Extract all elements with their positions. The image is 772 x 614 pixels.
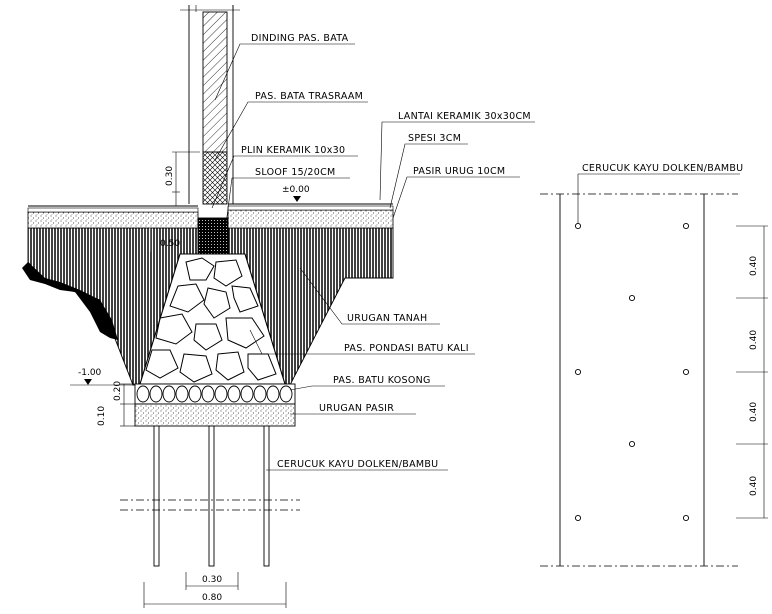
dim-top-width-text: 0.30 bbox=[202, 575, 222, 585]
label-urugan-tanah: URUGAN TANAH bbox=[347, 313, 427, 324]
plan-spacing-3: 0.40 bbox=[749, 402, 759, 422]
plan-spacing-4: 0.40 bbox=[749, 476, 759, 496]
pile-dot bbox=[682, 222, 690, 230]
urugan-pasir-layer bbox=[134, 403, 296, 427]
spesi-layer bbox=[227, 205, 394, 211]
label-lantai: LANTAI KERAMIK 30x30CM bbox=[398, 111, 531, 122]
brick-wall bbox=[202, 11, 228, 153]
pile-3 bbox=[263, 425, 270, 567]
label-cerucuk: CERUCUK KAYU DOLKEN/BAMBU bbox=[277, 459, 438, 470]
plan-view: CERUCUK KAYU DOLKEN/BAMBU 0.40 0.40 0.4 bbox=[540, 163, 768, 567]
label-pasir-urug: PASIR URUG 10CM bbox=[413, 166, 505, 177]
label-spesi: SPESI 3CM bbox=[408, 133, 461, 144]
label-urugan-pasir: URUGAN PASIR bbox=[319, 403, 394, 414]
elevation-floor: ±0.00 bbox=[282, 185, 310, 202]
dim-plin: 0.30 bbox=[165, 151, 200, 206]
pile-dot bbox=[574, 368, 582, 376]
cross-section: DINDING PAS. BATA PAS. BATA TRASRAAM LAN… bbox=[22, 5, 535, 608]
dim-footing-text: 0.50 bbox=[160, 239, 180, 249]
dim-footing: 0.50 bbox=[149, 228, 180, 252]
piles bbox=[153, 425, 270, 567]
dim-base-width-text: 0.80 bbox=[202, 593, 222, 603]
label-batu-kosong: PAS. BATU KOSONG bbox=[333, 375, 431, 386]
pile-dot bbox=[682, 514, 690, 522]
label-sloof: SLOOF 15/20CM bbox=[255, 167, 336, 178]
pile-1 bbox=[153, 425, 160, 567]
label-pondasi: PAS. PONDASI BATU KALI bbox=[344, 343, 469, 354]
stone-pattern bbox=[145, 257, 277, 383]
pile-dot bbox=[574, 514, 582, 522]
pile-2 bbox=[208, 425, 215, 567]
elevation-floor-text: ±0.00 bbox=[282, 185, 310, 195]
dim-pasir-text: 0.10 bbox=[97, 406, 107, 426]
batu-kosong-stones bbox=[136, 385, 293, 403]
elevation-bottom-text: -1.00 bbox=[78, 368, 102, 378]
plan-dims: 0.40 0.40 0.40 0.40 bbox=[736, 225, 768, 519]
soil-cut-edge bbox=[22, 262, 118, 340]
section-labels: DINDING PAS. BATA PAS. BATA TRASRAAM LAN… bbox=[241, 33, 531, 470]
label-trasraam: PAS. BATA TRASRAAM bbox=[255, 91, 363, 102]
label-plin: PLIN KERAMIK 10x30 bbox=[241, 145, 345, 156]
pasir-urug-left bbox=[27, 211, 199, 229]
pile-dot bbox=[628, 440, 636, 448]
plan-title: CERUCUK KAYU DOLKEN/BAMBU bbox=[582, 163, 743, 174]
plan-spacing-1: 0.40 bbox=[749, 256, 759, 276]
trasraam-wall bbox=[202, 151, 228, 205]
pile-dot bbox=[628, 294, 636, 302]
sloof-beam bbox=[197, 217, 229, 255]
pile-dot bbox=[682, 368, 690, 376]
elevation-bottom: -1.00 bbox=[70, 368, 135, 386]
pile-dot bbox=[574, 222, 582, 230]
label-dinding: DINDING PAS. BATA bbox=[251, 33, 349, 44]
plan-title-leader bbox=[577, 173, 740, 224]
plan-spacing-2: 0.40 bbox=[749, 330, 759, 350]
dim-plin-text: 0.30 bbox=[165, 166, 175, 186]
spesi-left bbox=[27, 207, 199, 213]
dim-batu-kosong: 0.20 0.10 bbox=[97, 381, 135, 427]
dim-batu-kosong-text: 0.20 bbox=[113, 381, 123, 401]
pasir-urug-layer bbox=[227, 209, 394, 229]
dim-bottom: 0.30 0.80 bbox=[143, 572, 287, 608]
plan-piles bbox=[574, 222, 690, 522]
leader-lines bbox=[211, 43, 535, 471]
